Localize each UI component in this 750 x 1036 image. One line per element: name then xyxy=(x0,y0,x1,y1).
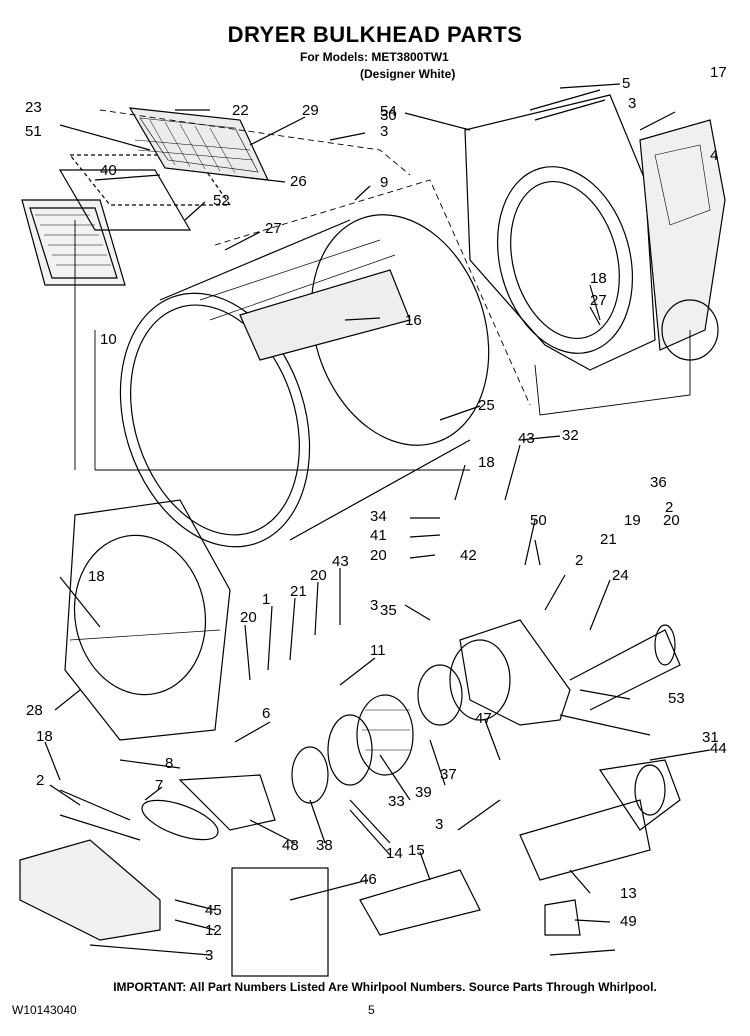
part-callout-18: 18 xyxy=(590,270,607,287)
document-number: W10143040 xyxy=(12,1003,77,1017)
part-callout-3: 3 xyxy=(205,947,213,964)
part-callout-20: 20 xyxy=(240,609,257,626)
part-callout-18: 18 xyxy=(36,728,53,745)
part-callout-44: 44 xyxy=(710,740,727,757)
color-line: (Designer White) xyxy=(360,67,456,81)
part-callout-23: 23 xyxy=(25,99,42,116)
part-callout-1: 1 xyxy=(262,591,270,608)
part-callout-10: 10 xyxy=(100,331,117,348)
part-callout-50: 50 xyxy=(530,512,547,529)
part-callout-43: 43 xyxy=(332,553,349,570)
part-callout-13: 13 xyxy=(620,885,637,902)
part-callout-20: 20 xyxy=(663,512,680,529)
part-callout-42: 42 xyxy=(460,547,477,564)
part-callout-3: 3 xyxy=(380,123,388,140)
part-callout-34: 34 xyxy=(370,508,387,525)
part-callout-7: 7 xyxy=(155,777,163,794)
part-callout-3: 3 xyxy=(628,95,636,112)
part-callout-11: 11 xyxy=(370,642,386,659)
part-callout-45: 45 xyxy=(205,902,222,919)
part-callout-49: 49 xyxy=(620,913,637,930)
part-callout-47: 47 xyxy=(475,710,492,727)
part-callout-54: 54 xyxy=(380,103,397,120)
part-callout-2: 2 xyxy=(575,552,583,569)
page-title: DRYER BULKHEAD PARTS xyxy=(227,22,523,47)
lower-left-parts-drawing xyxy=(19,774,481,977)
part-callout-22: 22 xyxy=(232,102,249,119)
part-callout-2: 2 xyxy=(665,499,673,516)
part-callout-18: 18 xyxy=(478,454,495,471)
part-callout-21: 21 xyxy=(290,583,307,600)
part-callout-3: 3 xyxy=(370,597,378,614)
part-callout-3: 3 xyxy=(435,816,443,833)
part-callout-36: 36 xyxy=(650,474,667,491)
part-callout-20: 20 xyxy=(370,547,387,564)
footer-note: IMPORTANT: All Part Numbers Listed Are W… xyxy=(113,980,657,994)
part-callout-43: 43 xyxy=(518,430,535,447)
part-callout-33: 33 xyxy=(388,793,405,810)
part-callout-31: 31 xyxy=(702,729,719,746)
part-callout-18: 18 xyxy=(88,568,105,585)
part-callout-38: 38 xyxy=(316,837,333,854)
part-callout-5: 5 xyxy=(622,75,630,92)
part-callout-8: 8 xyxy=(165,755,173,772)
part-callout-29: 29 xyxy=(302,102,319,119)
part-callout-39: 39 xyxy=(415,784,432,801)
part-callout-27: 27 xyxy=(590,292,607,309)
part-callout-20: 20 xyxy=(310,567,327,584)
part-callout-51: 51 xyxy=(25,123,42,140)
part-callout-32: 32 xyxy=(562,427,579,444)
motor-drawing xyxy=(519,759,681,936)
part-callout-30: 30 xyxy=(380,107,397,124)
part-callout-40: 40 xyxy=(100,162,117,179)
part-callout-2: 2 xyxy=(36,772,44,789)
part-callout-25: 25 xyxy=(478,397,495,414)
part-callout-48: 48 xyxy=(282,837,299,854)
part-callout-17: 17 xyxy=(710,64,727,81)
part-callout-52: 52 xyxy=(213,192,230,209)
lint-screen-drawing xyxy=(21,107,269,286)
part-callout-12: 12 xyxy=(205,922,222,939)
part-callout-16: 16 xyxy=(405,312,422,329)
blower-housing-drawing xyxy=(291,619,681,804)
models-line: For Models: MET3800TW1 xyxy=(300,50,449,64)
part-callout-15: 15 xyxy=(408,842,425,859)
rear-bulkhead-drawing xyxy=(464,89,726,416)
drum-drawing xyxy=(119,214,490,548)
part-callout-14: 14 xyxy=(386,845,403,862)
front-bulkhead-drawing xyxy=(64,499,231,741)
part-callout-37: 37 xyxy=(440,766,457,783)
part-callout-35: 35 xyxy=(380,602,397,619)
part-callout-9: 9 xyxy=(380,174,388,191)
part-callout-46: 46 xyxy=(360,871,377,888)
part-callout-53: 53 xyxy=(668,690,685,707)
part-callout-4: 4 xyxy=(710,147,718,164)
part-callout-19: 19 xyxy=(624,512,641,529)
part-callout-26: 26 xyxy=(290,173,307,190)
part-callout-6: 6 xyxy=(262,705,270,722)
part-callout-27: 27 xyxy=(265,220,282,237)
part-callout-41: 41 xyxy=(370,527,387,544)
page-number: 5 xyxy=(368,1003,375,1017)
part-callout-28: 28 xyxy=(26,702,43,719)
part-callout-21: 21 xyxy=(600,531,617,548)
part-callout-24: 24 xyxy=(612,567,629,584)
